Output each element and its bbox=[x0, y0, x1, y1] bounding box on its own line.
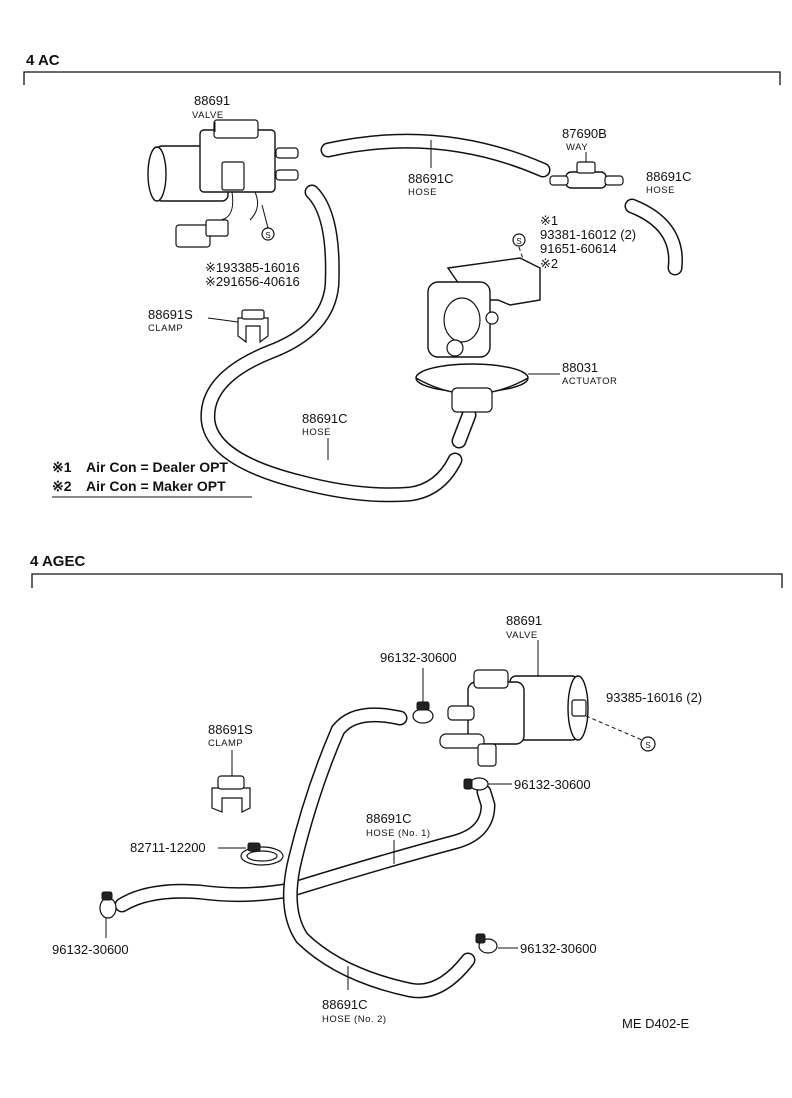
section-4ac: 4 AC bbox=[23, 52, 781, 503]
note-bolt-2: 91651-60614 bbox=[540, 241, 617, 256]
clamp-4ac bbox=[237, 309, 269, 344]
leader-s-4ac bbox=[261, 204, 269, 229]
hose-top-name: HOSE bbox=[408, 187, 437, 198]
s-symbol-actuator bbox=[512, 233, 526, 247]
bolt-part-number: 93385-16016 (2) bbox=[606, 690, 702, 705]
hose-right-part-number: 88691C bbox=[646, 169, 692, 184]
hose-long-name: HOSE bbox=[302, 427, 331, 438]
legend-mark-2: ※2 bbox=[52, 478, 72, 494]
clamp-4ac-part-number: 88691S bbox=[148, 307, 193, 322]
way-part-number: 87690B bbox=[562, 126, 607, 141]
actuator-part-number: 88031 bbox=[562, 360, 598, 375]
legend: ※1 Air Con = Dealer OPT ※2 Air Con = Mak… bbox=[52, 459, 252, 498]
clamp-4agec bbox=[211, 775, 251, 813]
hose-actuator-stub bbox=[451, 407, 477, 449]
hose-right bbox=[624, 198, 683, 276]
way-name: WAY bbox=[566, 142, 588, 153]
clip-top bbox=[412, 701, 434, 724]
clamp-4agec-name: CLAMP bbox=[208, 738, 243, 749]
clip-right-part-number: 96132-30600 bbox=[514, 777, 591, 792]
leader-clamp-4ac bbox=[207, 317, 239, 323]
note-mark-2: ※2 bbox=[540, 256, 558, 271]
clamp-4agec-part-number: 88691S bbox=[208, 722, 253, 737]
clip-bottom bbox=[475, 933, 498, 954]
hose-top bbox=[320, 133, 551, 178]
valve-4ac-part-number: 88691 bbox=[194, 93, 230, 108]
s-symbol-4agec-letter: S bbox=[645, 741, 650, 750]
section-title-4agec: 4 AGEC bbox=[30, 553, 85, 570]
section-4agec: 4 AGEC 88691 VALVE bbox=[30, 553, 783, 1031]
hose-long-part-number: 88691C bbox=[302, 411, 348, 426]
s-symbol-4ac bbox=[261, 227, 275, 241]
valve-4agec-name: VALVE bbox=[506, 630, 538, 641]
band-part-number: 82711-12200 bbox=[130, 840, 206, 855]
clip-left-part-number: 96132-30600 bbox=[52, 942, 129, 957]
band-clamp bbox=[240, 842, 284, 866]
valve-4agec bbox=[439, 669, 589, 767]
way-connector bbox=[549, 161, 624, 189]
hose-no2-name: HOSE (No. 2) bbox=[322, 1014, 387, 1025]
legend-mark-1: ※1 bbox=[52, 459, 72, 475]
hose-right-name: HOSE bbox=[646, 185, 675, 196]
clamp-4ac-name: CLAMP bbox=[148, 323, 183, 334]
s-symbol-actuator-letter: S bbox=[516, 237, 521, 246]
clip-left bbox=[99, 891, 117, 919]
valve-4agec-part-number: 88691 bbox=[506, 613, 542, 628]
section-frame-4agec bbox=[31, 573, 783, 588]
hose-top-part-number: 88691C bbox=[408, 171, 454, 186]
hose-no1-name: HOSE (No. 1) bbox=[366, 828, 431, 839]
actuator bbox=[415, 257, 541, 413]
valve-bolt-2: ※291656-40616 bbox=[205, 274, 300, 289]
clip-right bbox=[463, 777, 489, 791]
valve-4ac-name: VALVE bbox=[192, 110, 224, 121]
note-bolt-1: 93381-16012 (2) bbox=[540, 227, 636, 242]
section-title-4ac: 4 AC bbox=[26, 52, 60, 69]
hose-long bbox=[200, 184, 463, 503]
legend-text-1: Air Con = Dealer OPT bbox=[86, 459, 228, 475]
s-symbol-4ac-letter: S bbox=[265, 231, 270, 240]
note-mark-1: ※1 bbox=[540, 213, 558, 228]
hose-no1-part-number: 88691C bbox=[366, 811, 412, 826]
clip-bottom-part-number: 96132-30600 bbox=[520, 941, 597, 956]
clip-top-part-number: 96132-30600 bbox=[380, 650, 457, 665]
legend-text-2: Air Con = Maker OPT bbox=[86, 478, 226, 494]
hose-no2-part-number: 88691C bbox=[322, 997, 368, 1012]
footer-code: ME D402-E bbox=[622, 1016, 690, 1031]
valve-4ac bbox=[147, 119, 299, 248]
actuator-name: ACTUATOR bbox=[562, 376, 617, 387]
s-symbol-4agec bbox=[640, 736, 656, 752]
hose-no2 bbox=[282, 707, 476, 999]
valve-bolt-1: ※193385-16016 bbox=[205, 260, 300, 275]
leader-bolt bbox=[585, 715, 643, 741]
section-frame-4ac bbox=[23, 71, 781, 85]
